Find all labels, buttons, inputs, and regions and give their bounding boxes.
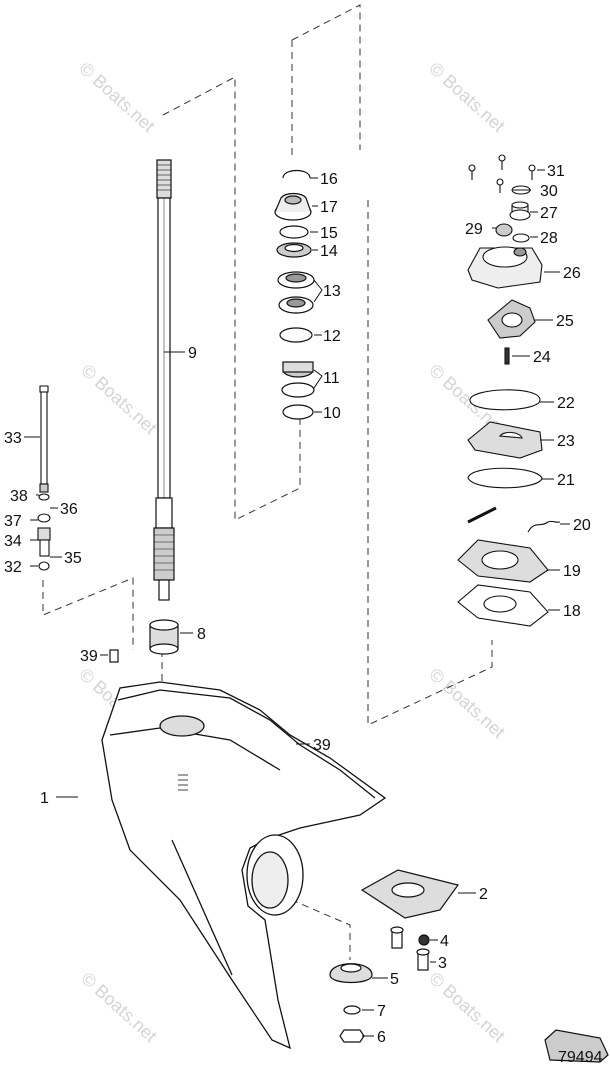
shift-shaft: [37, 385, 51, 571]
callout-5: 5: [390, 971, 399, 988]
callout-23: 23: [557, 433, 575, 450]
callout-27: 27: [540, 205, 558, 222]
gearcase-housing: [101, 681, 387, 1050]
hardware-parts: [329, 869, 609, 1063]
callout-22: 22: [557, 395, 575, 412]
assembly-lines: [42, 4, 493, 960]
callout-29: 29: [465, 221, 483, 238]
watermark: © Boats.net: [77, 968, 160, 1046]
callout-6: 6: [377, 1029, 386, 1046]
callout-19: 19: [563, 563, 581, 580]
callout-39-upper: 39: [80, 648, 98, 665]
callout-10: 10: [323, 405, 341, 422]
callout-labels: 1 2 3 4 5 6 7 8 9 10 11 12 13 14 15 16 1…: [4, 163, 603, 1066]
callout-8: 8: [197, 626, 206, 643]
callout-15: 15: [320, 225, 338, 242]
callout-4: 4: [440, 933, 449, 950]
callout-20: 20: [573, 517, 591, 534]
callout-17: 17: [320, 199, 338, 216]
callout-39-lower: 39: [313, 737, 331, 754]
callout-26: 26: [563, 265, 581, 282]
callout-1: 1: [40, 790, 49, 807]
callout-14: 14: [320, 243, 338, 260]
callout-16: 16: [320, 171, 338, 188]
leader-lines: [24, 169, 570, 1037]
callout-31: 31: [547, 163, 565, 180]
callout-28: 28: [540, 230, 558, 247]
callout-7: 7: [377, 1003, 386, 1020]
drive-shaft: [153, 159, 175, 601]
needle-bearing: [109, 619, 296, 751]
drawing-number: 79494: [558, 1049, 603, 1066]
callout-2: 2: [479, 886, 488, 903]
callout-34: 34: [4, 533, 22, 550]
water-pump-parts: [457, 154, 561, 627]
callout-11: 11: [323, 370, 340, 387]
callout-18: 18: [563, 603, 581, 620]
watermark: © Boats.net: [75, 58, 158, 136]
watermark: © Boats.net: [425, 664, 508, 742]
callout-3: 3: [438, 955, 447, 972]
callout-37: 37: [4, 513, 22, 530]
callout-24: 24: [533, 349, 551, 366]
callout-35: 35: [64, 550, 82, 567]
callout-38: 38: [10, 488, 28, 505]
callout-25: 25: [556, 313, 574, 330]
callout-30: 30: [540, 183, 558, 200]
bearing-stack: [274, 169, 315, 420]
watermark: © Boats.net: [77, 360, 160, 438]
callout-9: 9: [188, 345, 197, 362]
callout-21: 21: [557, 472, 575, 489]
callout-12: 12: [323, 328, 341, 345]
callout-13: 13: [323, 283, 341, 300]
callout-32: 32: [4, 559, 22, 576]
callout-33: 33: [4, 430, 22, 447]
watermark: © Boats.net: [425, 968, 508, 1046]
watermark: © Boats.net: [425, 58, 508, 136]
callout-36: 36: [60, 501, 78, 518]
